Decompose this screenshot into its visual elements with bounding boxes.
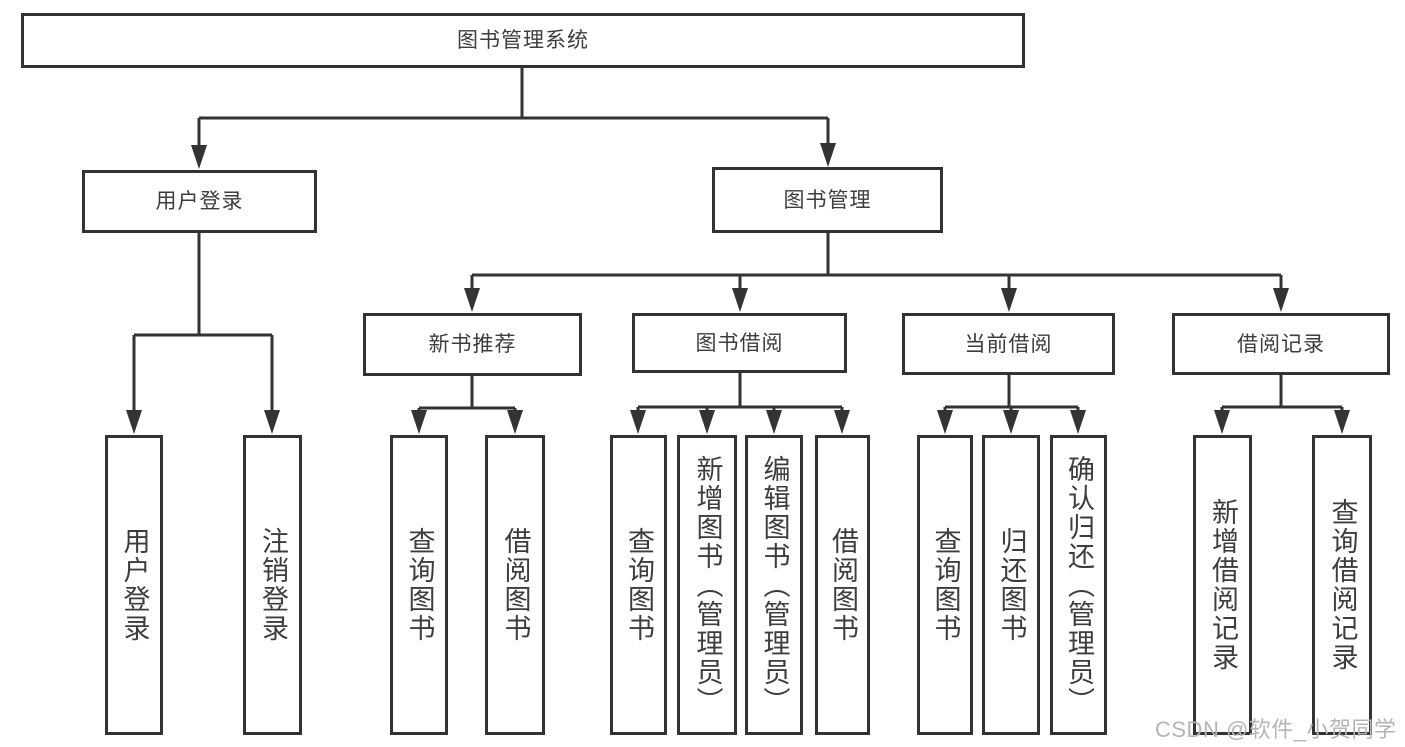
leaf-user-login-label: 用户登录 [119, 527, 150, 643]
leaf-user-login: 用户登录 [105, 435, 163, 735]
leaf-add-books-admin-label: 新增图书（管理员） [692, 454, 723, 716]
watermark: CSDN @软件_小贺同学 [1155, 717, 1397, 742]
leaf-borrow-books-recommend-label: 借阅图书 [500, 527, 531, 643]
leaf-query-books-current-label: 查询图书 [930, 527, 961, 643]
leaf-query-borrow-record-label: 查询借阅记录 [1327, 498, 1358, 672]
arrowheads-level3 [464, 288, 1289, 312]
edge-user-login-to-leaves [132, 233, 274, 414]
node-borrowing-records: 借阅记录 [1172, 313, 1390, 375]
leaf-confirm-return-admin: 确认归还（管理员） [1050, 435, 1107, 735]
node-book-borrowing: 图书借阅 [632, 313, 847, 373]
edge-book-borrowing-to-leaves [636, 373, 844, 414]
edge-borrowing-records-to-leaves [1220, 375, 1344, 414]
leaf-query-books-borrowing: 查询图书 [610, 435, 667, 735]
leaf-query-borrow-record: 查询借阅记录 [1312, 435, 1372, 735]
leaf-confirm-return-admin-label: 确认归还（管理员） [1064, 454, 1094, 716]
leaf-return-books: 归还图书 [982, 435, 1040, 735]
leaf-borrow-books-borrowing: 借阅图书 [815, 435, 870, 735]
node-new-book-recommend: 新书推荐 [363, 313, 582, 376]
leaf-logout-label: 注销登录 [258, 527, 288, 643]
edge-current-borrowing-to-leaves [943, 375, 1080, 414]
node-root-label: 图书管理系统 [457, 29, 589, 52]
node-current-borrowing-label: 当前借阅 [964, 332, 1053, 356]
edge-new-book-recommend-to-leaves [417, 376, 517, 414]
leaf-query-books-current: 查询图书 [917, 435, 973, 735]
node-new-book-recommend-label: 新书推荐 [428, 333, 517, 356]
edge-root-to-level2 [197, 68, 830, 150]
node-current-borrowing: 当前借阅 [902, 313, 1115, 375]
leaf-query-books-recommend-label: 查询图书 [404, 527, 435, 643]
leaf-add-books-admin: 新增图书（管理员） [677, 435, 737, 735]
node-book-management: 图书管理 [712, 167, 943, 233]
node-user-login: 用户登录 [82, 170, 317, 233]
arrowheads-book-borrowing-leaves [630, 410, 850, 434]
arrowheads-current-borrowing-leaves [937, 410, 1086, 434]
leaf-add-borrow-record-label: 新增借阅记录 [1208, 498, 1238, 672]
node-book-borrowing-label: 图书借阅 [695, 331, 784, 355]
leaf-edit-books-admin-label: 编辑图书（管理员） [759, 454, 790, 716]
leaf-add-borrow-record: 新增借阅记录 [1193, 435, 1252, 735]
leaf-return-books-label: 归还图书 [996, 527, 1027, 643]
node-user-login-label: 用户登录 [155, 190, 244, 213]
leaf-query-books-borrowing-label: 查询图书 [624, 527, 654, 643]
node-borrowing-records-label: 借阅记录 [1237, 332, 1325, 356]
edge-book-management-to-level3 [470, 233, 1283, 292]
node-root: 图书管理系统 [21, 13, 1025, 68]
leaf-borrow-books-borrowing-label: 借阅图书 [828, 527, 858, 643]
leaf-query-books-recommend: 查询图书 [390, 435, 448, 735]
leaf-edit-books-admin: 编辑图书（管理员） [745, 435, 803, 735]
arrowheads-borrowing-records-leaves [1214, 410, 1350, 434]
arrowheads-new-book-recommend-leaves [411, 410, 523, 434]
node-book-management-label: 图书管理 [783, 188, 872, 212]
arrowheads-level2 [191, 143, 836, 169]
leaf-borrow-books-recommend: 借阅图书 [485, 435, 545, 735]
leaf-logout: 注销登录 [243, 435, 302, 735]
arrowheads-user-login-leaves [126, 410, 280, 434]
